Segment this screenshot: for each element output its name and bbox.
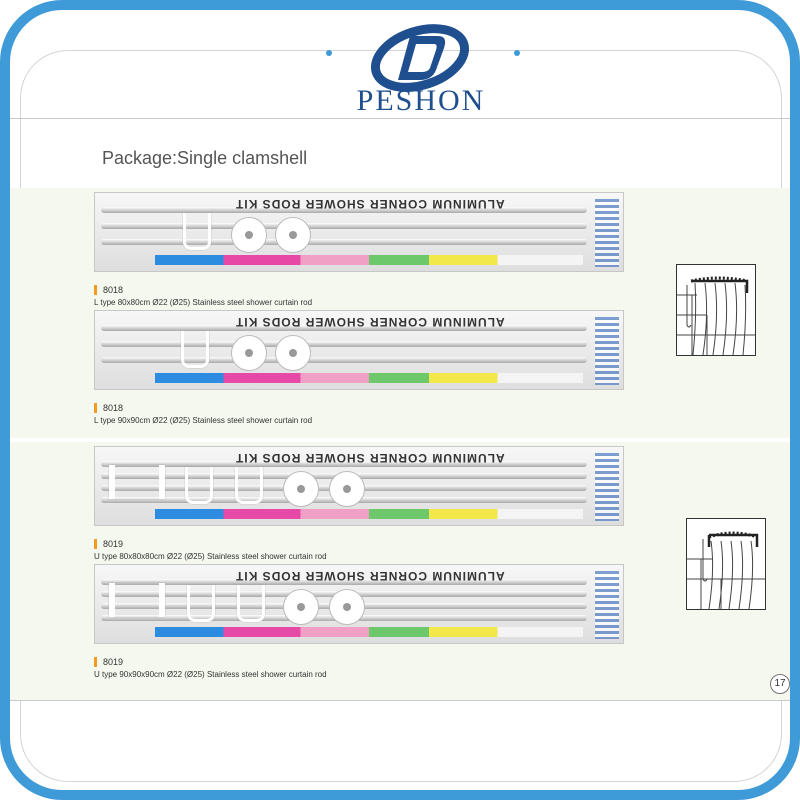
l-type-shower-illustration: [676, 264, 756, 356]
package-title: Package:Single clamshell: [102, 148, 308, 168]
package-label: ALUMINUM CORNER SHOWER RODS KIT: [235, 197, 505, 211]
package-label: ALUMINUM CORNER SHOWER RODS KIT: [235, 315, 505, 329]
product-code: 8019: [94, 657, 123, 667]
product-card: ALUMINUM CORNER SHOWER RODS KIT 8018 L t…: [94, 192, 624, 307]
product-description: L type 80x80cm Ø22 (Ø25) Stainless steel…: [94, 298, 313, 307]
product-package-image: ALUMINUM CORNER SHOWER RODS KIT: [94, 446, 624, 526]
product-package-image: ALUMINUM CORNER SHOWER RODS KIT: [94, 564, 624, 644]
header-dot-left: [326, 50, 332, 56]
brand-name: PESHON: [356, 84, 486, 117]
header-dot-right: [514, 50, 520, 56]
header-divider: [10, 118, 790, 119]
product-card: ALUMINUM CORNER SHOWER RODS KIT 8019 U t…: [94, 564, 624, 679]
product-card: ALUMINUM CORNER SHOWER RODS KIT 8018 L t…: [94, 310, 624, 425]
product-code: 8018: [94, 285, 123, 295]
peshon-logo-icon: [370, 24, 470, 92]
product-card: ALUMINUM CORNER SHOWER RODS KIT 8019 U t…: [94, 446, 624, 561]
product-package-image: ALUMINUM CORNER SHOWER RODS KIT: [94, 192, 624, 272]
section-separator: [10, 438, 790, 442]
product-description: U type 80x80x80cm Ø22 (Ø25) Stainless st…: [94, 552, 327, 561]
product-code: 8018: [94, 403, 123, 413]
product-code: 8019: [94, 539, 123, 549]
package-label: ALUMINUM CORNER SHOWER RODS KIT: [235, 569, 505, 583]
product-package-image: ALUMINUM CORNER SHOWER RODS KIT: [94, 310, 624, 390]
footer-divider: [10, 700, 790, 701]
product-description: L type 90x90cm Ø22 (Ø25) Stainless steel…: [94, 416, 313, 425]
u-type-shower-illustration: [686, 518, 766, 610]
page-number: 17: [770, 674, 790, 694]
product-description: U type 90x90x90cm Ø22 (Ø25) Stainless st…: [94, 670, 327, 679]
package-label: ALUMINUM CORNER SHOWER RODS KIT: [235, 451, 505, 465]
